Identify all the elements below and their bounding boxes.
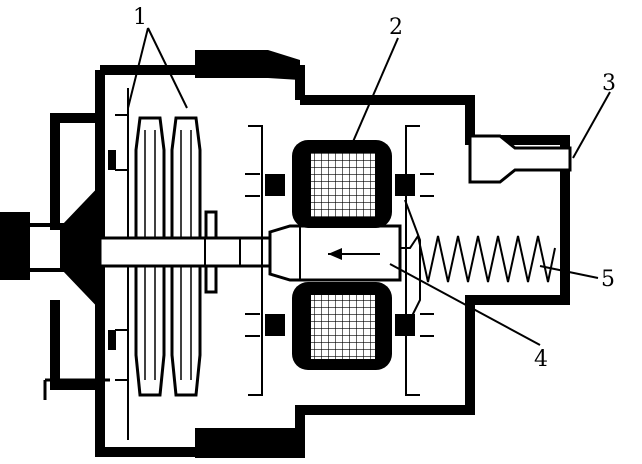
- shaft: [98, 236, 272, 268]
- callout-4: 4: [534, 347, 548, 372]
- electromagnet-coil: [245, 140, 434, 370]
- callout-3: 3: [602, 71, 616, 96]
- top-mount-block: [195, 50, 268, 78]
- coil-housing-lines: [248, 125, 421, 396]
- armature: [268, 224, 402, 282]
- callout-5: 5: [601, 267, 615, 292]
- outlet-port: [468, 134, 572, 184]
- leader-lines: [127, 27, 611, 346]
- bottom-mount-block: [195, 428, 305, 458]
- return-spring: [400, 233, 556, 283]
- callout-2: 2: [389, 15, 403, 40]
- callout-1: 1: [133, 5, 147, 30]
